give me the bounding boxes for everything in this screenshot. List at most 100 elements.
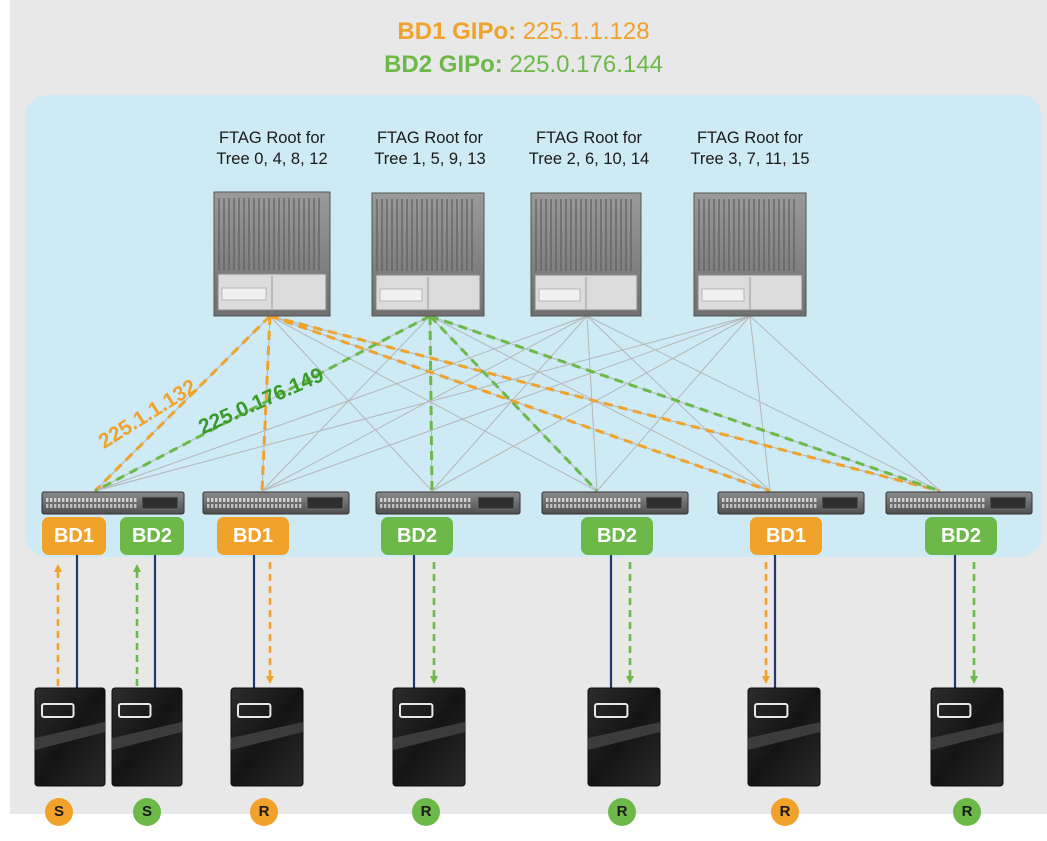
leaf-1-port bbox=[74, 504, 77, 508]
leaf-6-port bbox=[970, 498, 973, 502]
leaf-4-port bbox=[638, 498, 641, 502]
server-3 bbox=[230, 687, 304, 787]
leaf-4-bd2-badge: BD2 bbox=[581, 517, 653, 555]
leaf-5-port bbox=[742, 498, 745, 502]
leaf-1-port bbox=[90, 504, 93, 508]
leaf-4-port bbox=[570, 504, 573, 508]
leaf-2-port bbox=[291, 498, 294, 502]
server-7-receiver-marker: R bbox=[953, 798, 981, 826]
bd1-gipo-value: 225.1.1.128 bbox=[522, 18, 650, 45]
fabric-link-s3-l6 bbox=[586, 315, 941, 492]
spine-4-label-line2: Tree 3, 7, 11, 15 bbox=[690, 150, 810, 168]
leaf-6-port bbox=[978, 498, 981, 502]
leaf-5-port bbox=[746, 504, 749, 508]
leaf-2-port bbox=[211, 498, 214, 502]
leaf-3-port bbox=[392, 498, 395, 502]
server-6-highlight bbox=[748, 722, 820, 750]
leaf-4-port bbox=[594, 498, 597, 502]
bd2-gipo-label: BD2 GIPo: 225.0.176.144 bbox=[0, 51, 1047, 79]
spine-3-module bbox=[538, 288, 581, 302]
fabric-link-s2-l2 bbox=[261, 315, 431, 492]
leaf-2-port bbox=[207, 498, 210, 502]
spine-4-module bbox=[701, 288, 745, 302]
leaf-6-port bbox=[922, 498, 925, 502]
leaf-4-port bbox=[614, 504, 617, 508]
leaf-6-port bbox=[958, 504, 961, 508]
leaf-3-port bbox=[416, 498, 419, 502]
bd1-gipo-label: BD1 GIPo: 225.1.1.128 bbox=[0, 18, 1047, 46]
leaf-4-port bbox=[562, 504, 565, 508]
leaf-4-port bbox=[638, 504, 641, 508]
leaf-2-port bbox=[263, 504, 266, 508]
leaf-1-port bbox=[66, 504, 69, 508]
fabric-link-s3-l5 bbox=[586, 315, 771, 492]
leaf-2-port bbox=[219, 504, 222, 508]
fabric-link-s2-l3 bbox=[429, 315, 433, 492]
leaf-3-port bbox=[468, 498, 471, 502]
leaf-3-port bbox=[412, 504, 415, 508]
leaf-5-port bbox=[762, 498, 765, 502]
leaf-6-port bbox=[914, 504, 917, 508]
leaf-1-port bbox=[118, 498, 121, 502]
fabric-link-s3-l2 bbox=[261, 315, 588, 492]
leaf-1-port bbox=[134, 498, 137, 502]
leaf-3-port bbox=[420, 504, 423, 508]
leaf-3-port bbox=[448, 498, 451, 502]
leaf-1-port bbox=[98, 504, 101, 508]
leaf-4-port bbox=[610, 504, 613, 508]
bd1-gipo-key: BD1 GIPo: bbox=[397, 18, 517, 45]
leaf-1-port bbox=[54, 498, 57, 502]
leaf-4-port bbox=[622, 498, 625, 502]
leaf-6-port bbox=[962, 498, 965, 502]
leaf-6-port bbox=[966, 504, 969, 508]
leaf-3-port bbox=[380, 498, 383, 502]
server-7-highlight bbox=[931, 722, 1003, 750]
leaf-5-port bbox=[758, 504, 761, 508]
leaf-2-port bbox=[239, 498, 242, 502]
leaf-1-port bbox=[118, 504, 121, 508]
leaf-2-port bbox=[247, 498, 250, 502]
leaf-3-port bbox=[388, 504, 391, 508]
leaf-1-port bbox=[54, 504, 57, 508]
leaf-4-port bbox=[634, 498, 637, 502]
leaf-6-port bbox=[934, 504, 937, 508]
leaf-6-port bbox=[974, 498, 977, 502]
leaf-5-port bbox=[786, 498, 789, 502]
leaf-2-port bbox=[263, 498, 266, 502]
leaf-5-port bbox=[798, 504, 801, 508]
leaf-1-port bbox=[50, 498, 53, 502]
leaf-5-port bbox=[766, 504, 769, 508]
leaf-5-port bbox=[790, 504, 793, 508]
leaf-2-port bbox=[275, 504, 278, 508]
leaf-1-port bbox=[46, 498, 49, 502]
leaf-3-port bbox=[440, 504, 443, 508]
leaf-3-port bbox=[456, 504, 459, 508]
leaf-5-uplink-block bbox=[821, 496, 859, 510]
leaf-4-port bbox=[554, 504, 557, 508]
leaf-6-bd2-badge: BD2 bbox=[925, 517, 997, 555]
leaf-4-port bbox=[630, 498, 633, 502]
leaf-4-port bbox=[606, 498, 609, 502]
leaf-1-port bbox=[78, 498, 81, 502]
spine-2-label-line1: FTAG Root for bbox=[376, 129, 484, 147]
server-1 bbox=[34, 687, 106, 787]
leaf-2-port bbox=[227, 498, 230, 502]
leaf-3-port bbox=[468, 504, 471, 508]
leaf-4-port bbox=[626, 504, 629, 508]
leaf-2-port bbox=[279, 498, 282, 502]
leaf-4-port bbox=[590, 498, 593, 502]
leaf-4-port bbox=[622, 504, 625, 508]
fabric-link-s4-l6 bbox=[749, 315, 941, 492]
spine-3-label: FTAG Root for Tree 2, 6, 10, 14 bbox=[509, 128, 669, 170]
leaf-1-port bbox=[122, 498, 125, 502]
leaf-4-port bbox=[630, 504, 633, 508]
leaf-5-port bbox=[778, 498, 781, 502]
leaf-5-port bbox=[750, 498, 753, 502]
leaf-6-port bbox=[950, 504, 953, 508]
leaf-5-port bbox=[806, 498, 809, 502]
leaf-1-port bbox=[130, 504, 133, 508]
leaf-3-port bbox=[428, 498, 431, 502]
leaf-2-port bbox=[267, 498, 270, 502]
leaf-1-bd1-badge: BD1 bbox=[42, 517, 106, 555]
leaf-5-port bbox=[778, 504, 781, 508]
